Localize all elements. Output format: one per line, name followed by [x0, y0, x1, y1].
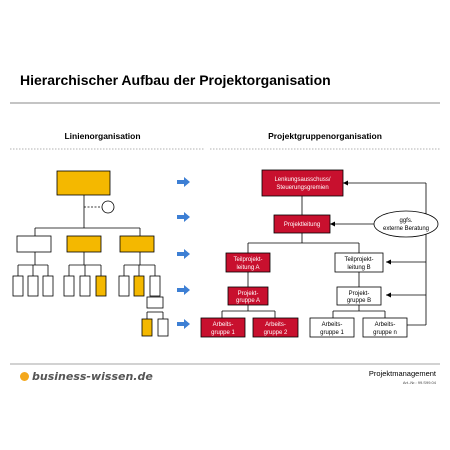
projektgruppe-a-line1: Projekt- — [238, 291, 259, 297]
lenkungsausschuss-line2: Steuerungsgremien — [276, 185, 328, 191]
arbeitsgruppe-n-white-line2: gruppe n — [373, 330, 397, 336]
right-section-heading: Projektgruppenorganisation — [268, 131, 382, 141]
arbeitsgruppe-2-red-line2: gruppe 2 — [264, 330, 288, 336]
arbeitsgruppe-1-red-box — [200, 317, 246, 338]
projektgruppe-b-box — [336, 286, 382, 306]
projektleitung-box — [273, 214, 331, 234]
arrow-5 — [177, 319, 190, 329]
arbeitsgruppe-1-white-box — [309, 317, 355, 338]
line-org-leaf-boxes — [12, 275, 169, 337]
teilprojektleitung-a-line1: Teilprojekt- — [233, 257, 262, 263]
line-org-mid-box-3 — [119, 235, 155, 253]
arbeitsgruppe-2-red-box — [252, 317, 299, 338]
arrow-2 — [177, 212, 190, 222]
mapping-arrows — [177, 177, 190, 329]
project-org-connectors — [221, 182, 427, 326]
line-org-top-box — [56, 170, 111, 196]
arbeitsgruppe-1-white-line2: gruppe 1 — [320, 330, 344, 336]
logo-dot-icon — [20, 372, 29, 381]
externe-beratung-line1: ggfs. — [399, 218, 412, 224]
projektgruppe-a-box — [227, 286, 269, 306]
projektgruppe-b-line1: Projekt- — [349, 291, 370, 297]
teilprojektleitung-b-line1: Teilprojekt- — [344, 257, 373, 263]
line-org-mid-box-1 — [16, 235, 52, 253]
arrow-1 — [177, 177, 190, 187]
logo-text: business-wissen.de — [32, 370, 153, 383]
projektgruppe-b-line2: gruppe B — [347, 298, 371, 304]
article-number: Art.-Nr.: 99.S99.04 — [402, 380, 436, 385]
teilprojektleitung-a-line2: leitung A — [236, 265, 259, 271]
arbeitsgruppe-n-white-line1: Arbeits- — [375, 322, 396, 328]
arbeitsgruppe-2-red-line1: Arbeits- — [265, 322, 286, 328]
projektgruppe-a-line2: gruppe A — [236, 298, 260, 304]
teilprojektleitung-a-box — [225, 252, 271, 273]
teilprojektleitung-b-box — [334, 252, 384, 273]
footer-logo: business-wissen.de — [20, 370, 153, 383]
arbeitsgruppe-1-red-line2: gruppe 1 — [211, 330, 235, 336]
arbeitsgruppe-1-red-line1: Arbeits- — [213, 322, 234, 328]
externe-beratung-line2: externe Beratung — [383, 226, 429, 232]
line-org-connectors — [17, 195, 164, 319]
teilprojektleitung-b-line2: leitung B — [347, 265, 370, 271]
lenkungsausschuss-box — [261, 169, 344, 197]
projektleitung-label: Projektleitung — [284, 222, 320, 228]
arrow-4 — [177, 285, 190, 295]
line-org-mid-box-2 — [66, 235, 102, 253]
arbeitsgruppe-n-white-box — [362, 317, 408, 338]
arrow-3 — [177, 249, 190, 259]
lenkungsausschuss-line1: Lenkungsausschuss/ — [274, 177, 330, 183]
arbeitsgruppe-1-white-line1: Arbeits- — [322, 322, 343, 328]
line-org-staff-circle — [101, 200, 115, 214]
slide-title: Hierarchischer Aufbau der Projektorganis… — [20, 72, 331, 88]
footer-label: Projektmanagement — [368, 369, 436, 378]
left-section-heading: Linienorganisation — [64, 131, 141, 141]
externe-beratung-bubble — [373, 210, 439, 238]
